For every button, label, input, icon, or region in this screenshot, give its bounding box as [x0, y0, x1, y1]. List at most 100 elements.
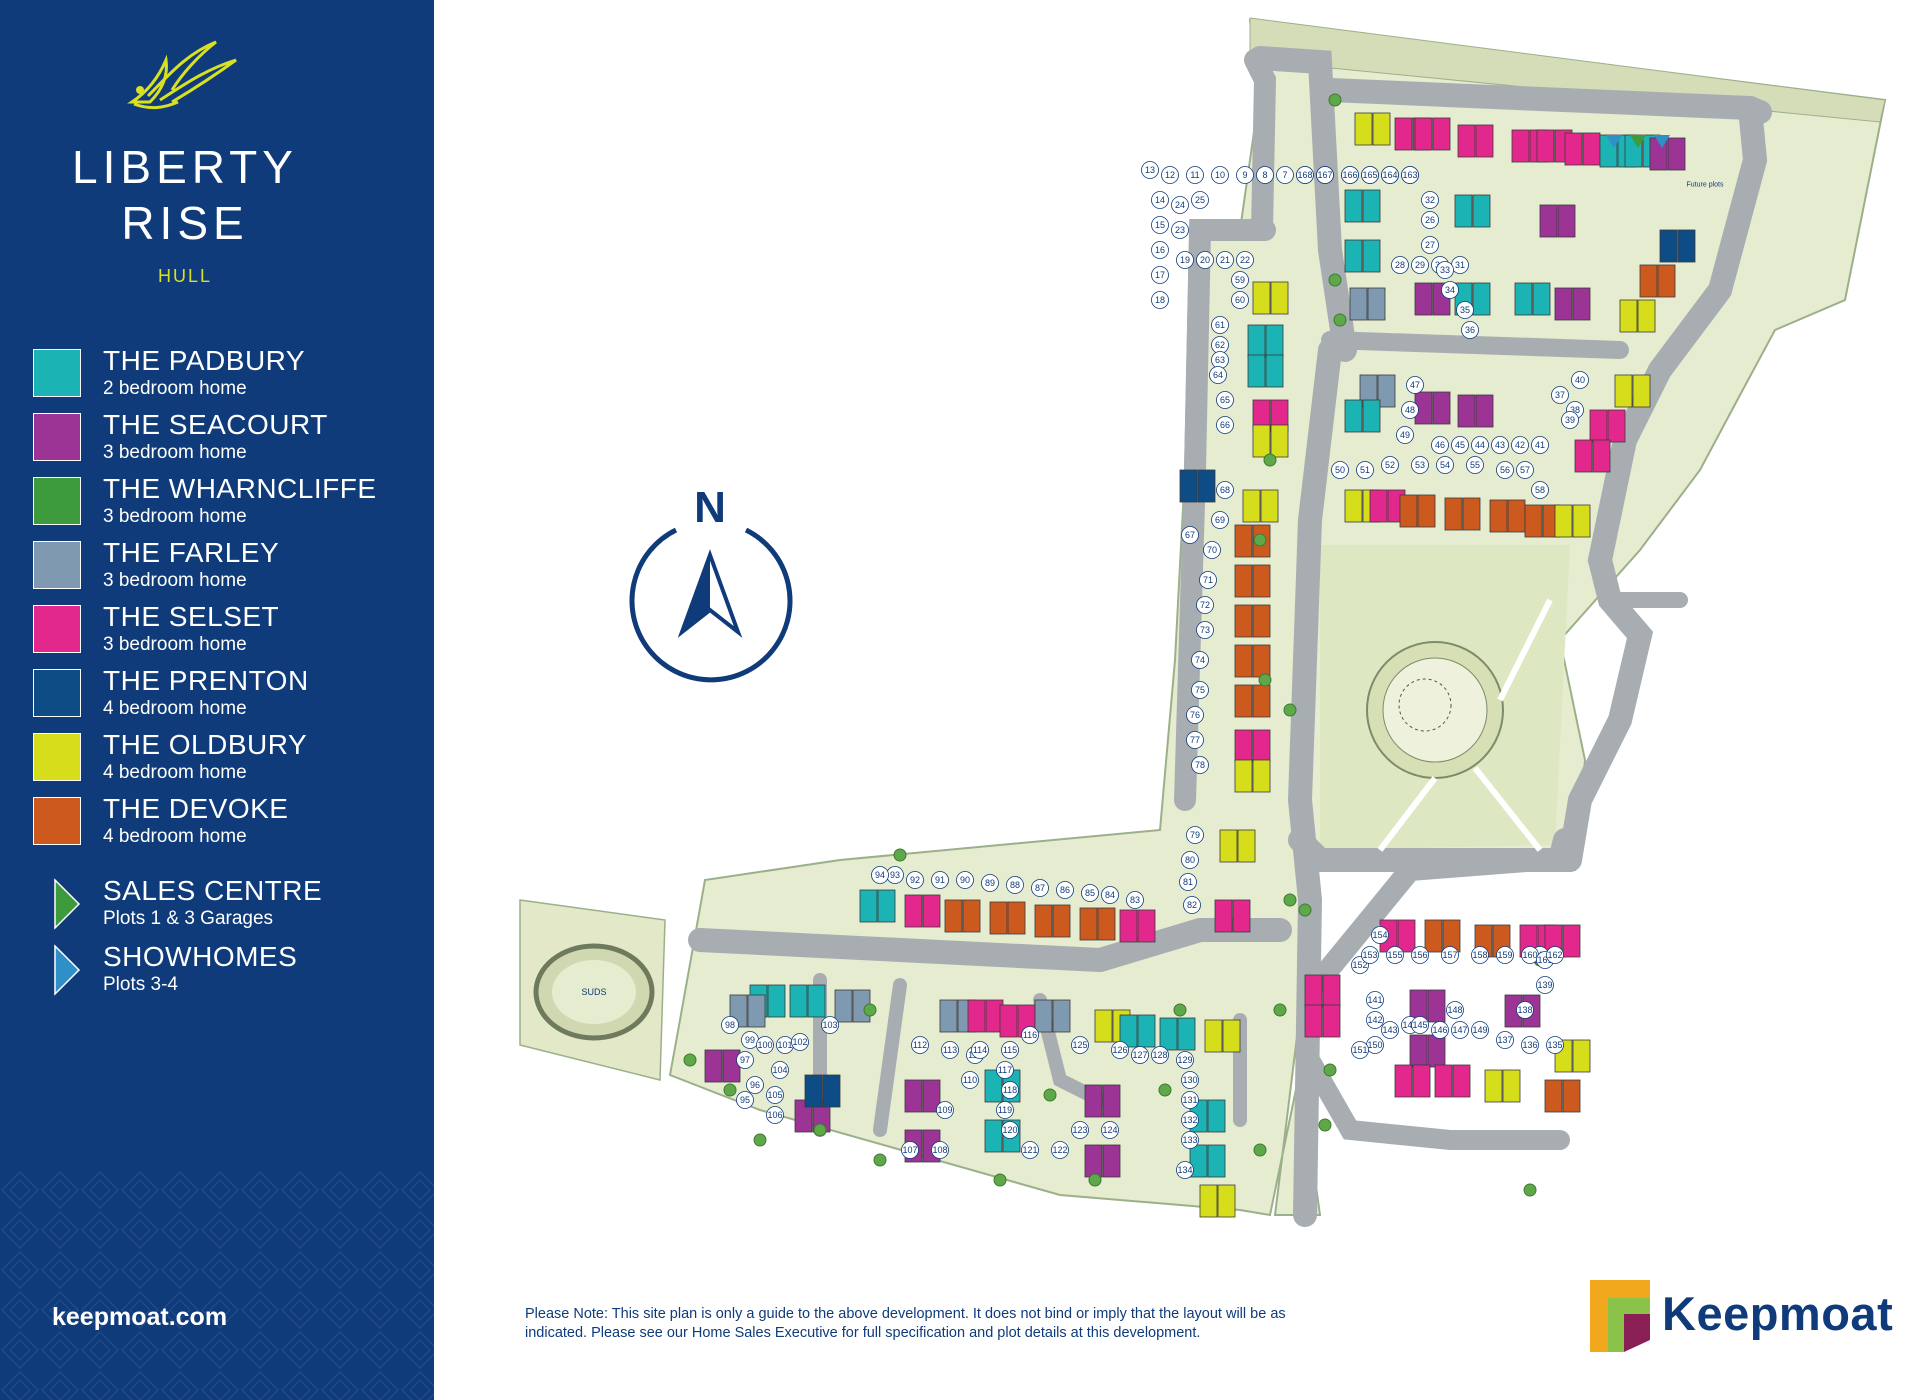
plot-marker[interactable]: 122 — [1051, 1141, 1069, 1159]
plot-marker[interactable]: 117 — [996, 1061, 1014, 1079]
plot-marker[interactable]: 14 — [1151, 191, 1169, 209]
plot-marker[interactable]: 166 — [1341, 166, 1359, 184]
plot-marker[interactable]: 71 — [1199, 571, 1217, 589]
plot-marker[interactable]: 92 — [906, 871, 924, 889]
plot-marker[interactable]: 32 — [1421, 191, 1439, 209]
plot-marker[interactable]: 35 — [1456, 301, 1474, 319]
plot-marker[interactable]: 51 — [1356, 461, 1374, 479]
plot-marker[interactable]: 151 — [1351, 1041, 1369, 1059]
plot-marker[interactable]: 121 — [1021, 1141, 1039, 1159]
plot-marker[interactable]: 25 — [1191, 191, 1209, 209]
plot-marker[interactable]: 97 — [736, 1051, 754, 1069]
plot-marker[interactable]: 126 — [1111, 1041, 1129, 1059]
plot-marker[interactable]: 109 — [936, 1101, 954, 1119]
plot-marker[interactable]: 60 — [1231, 291, 1249, 309]
plot-marker[interactable]: 46 — [1431, 436, 1449, 454]
plot-marker[interactable]: 68 — [1216, 481, 1234, 499]
plot-marker[interactable]: 21 — [1216, 251, 1234, 269]
plot-marker[interactable]: 110 — [961, 1071, 979, 1089]
plot-marker[interactable]: 47 — [1406, 376, 1424, 394]
plot-marker[interactable]: 86 — [1056, 881, 1074, 899]
plot-marker[interactable]: 83 — [1126, 891, 1144, 909]
plot-marker[interactable]: 54 — [1436, 456, 1454, 474]
plot-marker[interactable]: 162 — [1546, 946, 1564, 964]
plot-marker[interactable]: 141 — [1366, 991, 1384, 1009]
plot-marker[interactable]: 123 — [1071, 1121, 1089, 1139]
plot-marker[interactable]: 128 — [1151, 1046, 1169, 1064]
plot-marker[interactable]: 36 — [1461, 321, 1479, 339]
plot-marker[interactable]: 76 — [1186, 706, 1204, 724]
plot-marker[interactable]: 99 — [741, 1031, 759, 1049]
plot-marker[interactable]: 96 — [746, 1076, 764, 1094]
plot-marker[interactable]: 64 — [1209, 366, 1227, 384]
plot-marker[interactable]: 8 — [1256, 166, 1274, 184]
plot-marker[interactable]: 82 — [1183, 896, 1201, 914]
plot-marker[interactable]: 41 — [1531, 436, 1549, 454]
plot-marker[interactable]: 81 — [1179, 873, 1197, 891]
plot-marker[interactable]: 79 — [1186, 826, 1204, 844]
plot-marker[interactable]: 62 — [1211, 336, 1229, 354]
plot-marker[interactable]: 135 — [1546, 1036, 1564, 1054]
plot-marker[interactable]: 58 — [1531, 481, 1549, 499]
plot-marker[interactable]: 143 — [1381, 1021, 1399, 1039]
plot-marker[interactable]: 15 — [1151, 216, 1169, 234]
plot-marker[interactable]: 134 — [1176, 1161, 1194, 1179]
plot-marker[interactable]: 124 — [1101, 1121, 1119, 1139]
plot-marker[interactable]: 139 — [1536, 976, 1554, 994]
plot-marker[interactable]: 95 — [736, 1091, 754, 1109]
plot-marker[interactable]: 163 — [1401, 166, 1419, 184]
plot-marker[interactable]: 165 — [1361, 166, 1379, 184]
plot-marker[interactable]: 94 — [871, 866, 889, 884]
plot-marker[interactable]: 33 — [1436, 261, 1454, 279]
plot-marker[interactable]: 24 — [1171, 196, 1189, 214]
plot-marker[interactable]: 85 — [1081, 884, 1099, 902]
plot-marker[interactable]: 146 — [1431, 1021, 1449, 1039]
plot-marker[interactable]: 160 — [1521, 946, 1539, 964]
plot-marker[interactable]: 19 — [1176, 251, 1194, 269]
plot-marker[interactable]: 118 — [1001, 1081, 1019, 1099]
plot-marker[interactable]: 49 — [1396, 426, 1414, 444]
plot-marker[interactable]: 145 — [1411, 1016, 1429, 1034]
plot-marker[interactable]: 142 — [1366, 1011, 1384, 1029]
plot-marker[interactable]: 39 — [1561, 411, 1579, 429]
plot-marker[interactable]: 138 — [1516, 1001, 1534, 1019]
plot-marker[interactable]: 48 — [1401, 401, 1419, 419]
plot-marker[interactable]: 88 — [1006, 876, 1024, 894]
plot-marker[interactable]: 136 — [1521, 1036, 1539, 1054]
plot-marker[interactable]: 108 — [931, 1141, 949, 1159]
plot-marker[interactable]: 7 — [1276, 166, 1294, 184]
plot-marker[interactable]: 80 — [1181, 851, 1199, 869]
plot-marker[interactable]: 93 — [886, 866, 904, 884]
plot-marker[interactable]: 44 — [1471, 436, 1489, 454]
plot-marker[interactable]: 11 — [1186, 166, 1204, 184]
plot-marker[interactable]: 157 — [1441, 946, 1459, 964]
plot-marker[interactable]: 112 — [911, 1036, 929, 1054]
plot-marker[interactable]: 149 — [1471, 1021, 1489, 1039]
plot-marker[interactable]: 18 — [1151, 291, 1169, 309]
plot-marker[interactable]: 23 — [1171, 221, 1189, 239]
plot-marker[interactable]: 55 — [1466, 456, 1484, 474]
plot-marker[interactable]: 27 — [1421, 236, 1439, 254]
plot-marker[interactable]: 98 — [721, 1016, 739, 1034]
plot-marker[interactable]: 137 — [1496, 1031, 1514, 1049]
plot-marker[interactable]: 164 — [1381, 166, 1399, 184]
plot-marker[interactable]: 89 — [981, 874, 999, 892]
plot-marker[interactable]: 63 — [1211, 351, 1229, 369]
plot-marker[interactable]: 104 — [771, 1061, 789, 1079]
plot-marker[interactable]: 16 — [1151, 241, 1169, 259]
plot-marker[interactable]: 84 — [1101, 886, 1119, 904]
plot-marker[interactable]: 107 — [901, 1141, 919, 1159]
plot-marker[interactable]: 167 — [1316, 166, 1334, 184]
plot-marker[interactable]: 70 — [1203, 541, 1221, 559]
plot-marker[interactable]: 132 — [1181, 1111, 1199, 1129]
plot-marker[interactable]: 66 — [1216, 416, 1234, 434]
plot-marker[interactable]: 131 — [1181, 1091, 1199, 1109]
plot-marker[interactable]: 127 — [1131, 1046, 1149, 1064]
plot-marker[interactable]: 106 — [766, 1106, 784, 1124]
plot-marker[interactable]: 52 — [1381, 456, 1399, 474]
plot-marker[interactable]: 77 — [1186, 731, 1204, 749]
plot-marker[interactable]: 154 — [1371, 926, 1389, 944]
plot-marker[interactable]: 13 — [1141, 161, 1159, 179]
plot-marker[interactable]: 168 — [1296, 166, 1314, 184]
plot-marker[interactable]: 155 — [1386, 946, 1404, 964]
